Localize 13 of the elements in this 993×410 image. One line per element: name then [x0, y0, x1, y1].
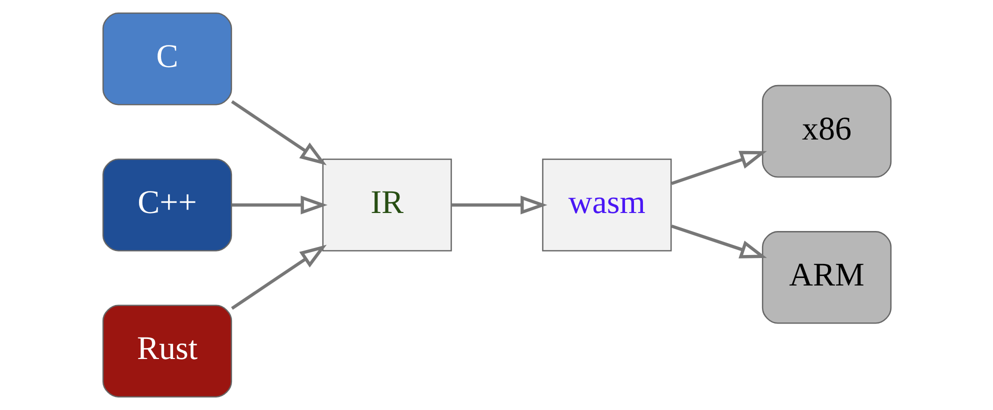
- node-box: C++: [102, 158, 232, 252]
- node-box: x86: [761, 84, 892, 178]
- arrow: [670, 150, 766, 185]
- arrow: [231, 196, 327, 214]
- node-box: ARM: [761, 231, 892, 324]
- arrow: [230, 100, 326, 166]
- arrow: [451, 196, 547, 214]
- node-box: Rust: [102, 304, 232, 398]
- node-box: IR: [322, 158, 452, 252]
- node-box: C: [102, 12, 232, 106]
- node-box: wasm: [542, 158, 672, 252]
- arrow: [230, 244, 326, 310]
- arrow: [670, 224, 766, 258]
